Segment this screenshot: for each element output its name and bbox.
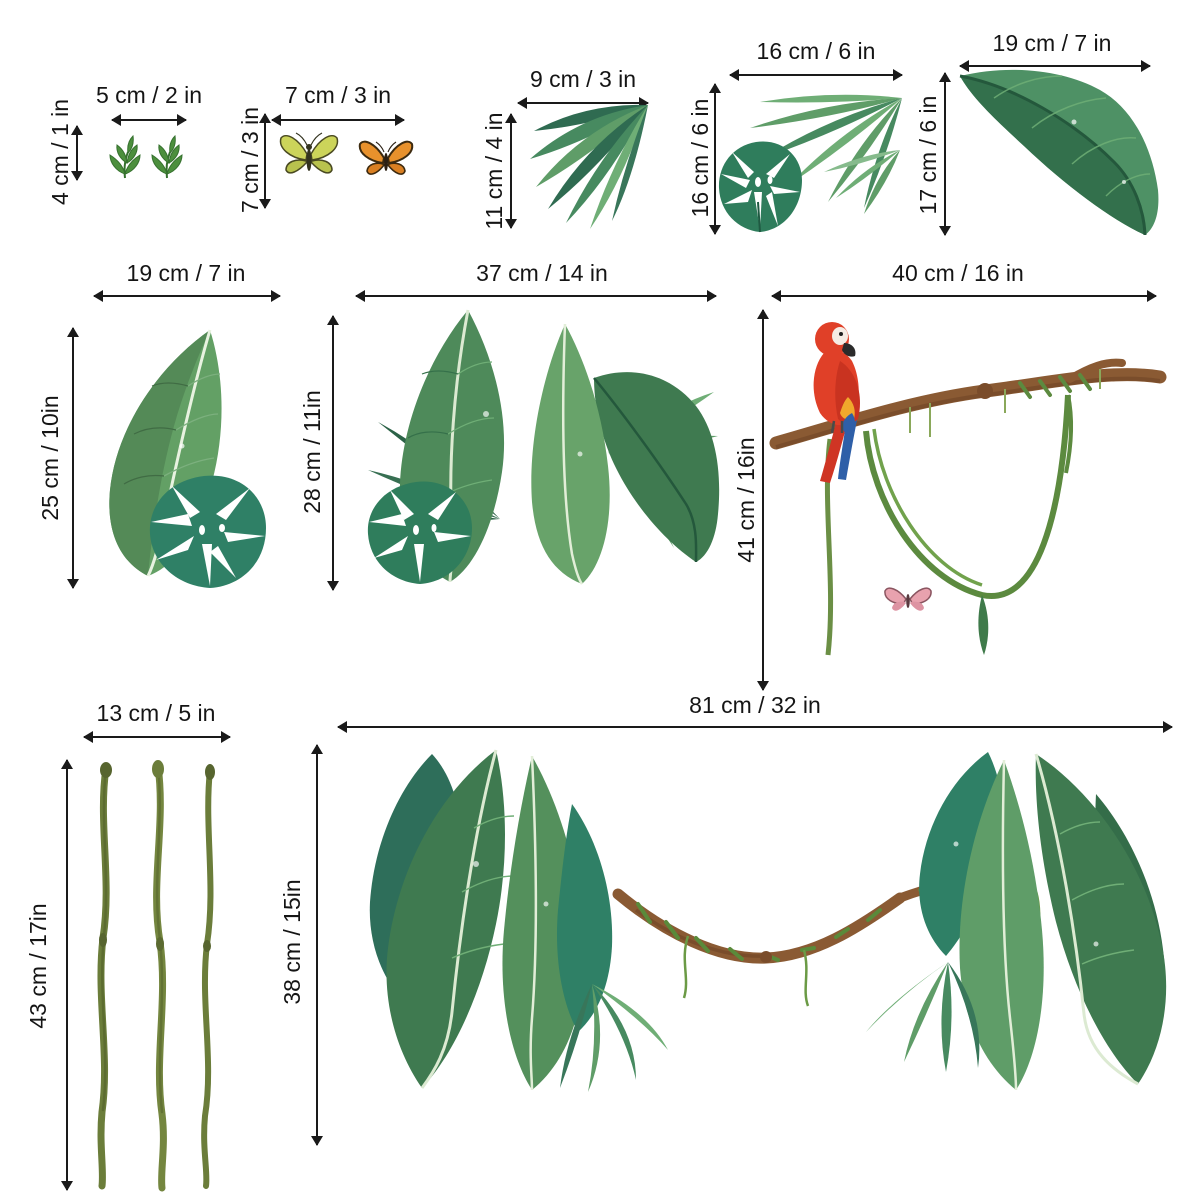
monstera-palm-height-label: 16 cm / 6 in <box>687 98 713 218</box>
leaf-cluster-height-arrow <box>327 315 339 591</box>
vines-width-label: 13 cm / 5 in <box>96 700 216 726</box>
vines-width-arrow <box>83 731 231 743</box>
monstera-palm-illustration <box>718 94 902 233</box>
parrot-height-label: 41 cm / 16in <box>733 437 759 563</box>
butterflies-width-label: 7 cm / 3 in <box>284 82 392 108</box>
butterflies-height-arrow <box>259 113 271 209</box>
leaf-cluster-width-arrow <box>355 290 717 302</box>
monstera-leaf <box>718 141 802 233</box>
left-leaf-cluster <box>369 749 668 1092</box>
palm-frond-width-label: 9 cm / 3 in <box>529 66 637 92</box>
garland-height-arrow <box>311 744 323 1146</box>
pink-butterfly <box>884 587 932 611</box>
parrot-width-label: 40 cm / 16 in <box>892 260 1024 286</box>
parrot-height-arrow <box>757 309 769 691</box>
palm-fronds <box>750 94 902 214</box>
banana-leaf-illustration <box>959 69 1159 236</box>
butterflies-height-label: 7 cm / 3 in <box>237 106 263 214</box>
vines-height-label: 43 cm / 17in <box>25 903 51 1029</box>
monstera-leaf <box>149 475 266 588</box>
leaf-cluster-illustration <box>367 309 720 585</box>
leaf-cluster-width-label: 37 cm / 14 in <box>476 260 608 286</box>
tall-banana-height-label: 25 cm / 10in <box>37 395 63 521</box>
tall-banana-width-arrow <box>93 290 281 302</box>
leaf-cluster-height-label: 28 cm / 11in <box>299 390 325 514</box>
orange-butterfly <box>358 140 414 175</box>
vines-illustration <box>97 760 215 1192</box>
butterflies-illustration <box>279 132 414 175</box>
branch <box>769 358 1167 450</box>
vines <box>824 369 1101 656</box>
monstera-leaf <box>367 481 472 584</box>
small-leaves-illustration <box>109 135 183 179</box>
banana-leaf-height-label: 17 cm / 6 in <box>915 95 941 215</box>
tall-banana-width-label: 19 cm / 7 in <box>126 260 246 286</box>
banana-leaf-height-arrow <box>939 72 951 236</box>
garland-branch <box>612 876 1042 1007</box>
tall-banana-height-arrow <box>67 327 79 589</box>
palm-frond-height-label: 11 cm / 4 in <box>481 112 507 230</box>
monstera-palm-width-label: 16 cm / 6 in <box>756 38 876 64</box>
palm-frond-width-arrow <box>517 97 649 109</box>
parrot-width-arrow <box>771 290 1157 302</box>
garland-width-label: 81 cm / 32 in <box>689 692 821 718</box>
garland-illustration <box>369 749 1167 1092</box>
palm-frond-height-arrow <box>505 113 517 229</box>
small-leaves-height-label: 4 cm / 1 in <box>47 98 73 206</box>
tall-banana-illustration <box>109 329 266 588</box>
right-leaf-cluster <box>866 752 1167 1091</box>
vines-height-arrow <box>61 759 73 1191</box>
small-leaves-height-arrow <box>71 125 83 181</box>
monstera-palm-height-arrow <box>709 83 721 235</box>
parrot <box>813 322 860 483</box>
banana-leaf-width-arrow <box>959 60 1151 72</box>
small-leaves-width-arrow <box>111 114 187 126</box>
butterflies-width-arrow <box>271 114 405 126</box>
monstera-palm-width-arrow <box>729 69 903 81</box>
small-leaves-width-label: 5 cm / 2 in <box>95 82 203 108</box>
yellow-butterfly <box>279 132 339 174</box>
garland-width-arrow <box>337 721 1173 733</box>
parrot-illustration <box>769 322 1167 656</box>
palm-frond-illustration <box>530 104 648 229</box>
banana-leaf-width-label: 19 cm / 7 in <box>992 30 1112 56</box>
garland-height-label: 38 cm / 15in <box>279 879 305 1005</box>
